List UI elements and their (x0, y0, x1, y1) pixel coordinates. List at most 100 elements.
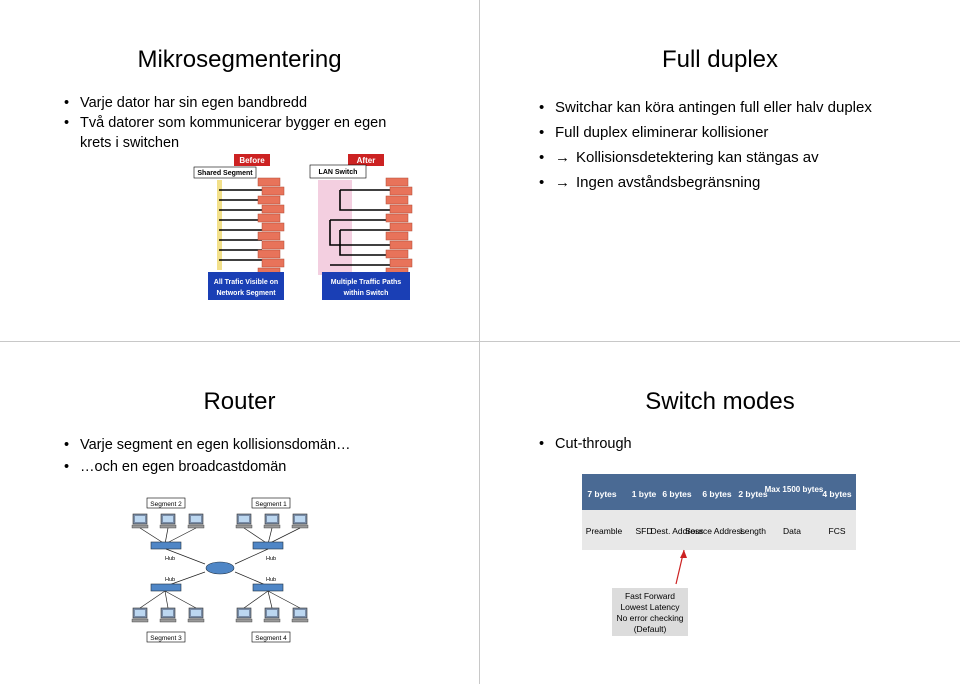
caption-right-line2: within Switch (343, 290, 389, 297)
pc-screen (267, 610, 277, 616)
slide-title: Full duplex (661, 46, 779, 73)
brick (389, 186, 413, 196)
link-line (267, 590, 273, 609)
frame-field: Length (740, 526, 766, 536)
bullet-item: Cut-through (537, 434, 897, 454)
pc-base (187, 618, 205, 623)
router-network-figure: Segment 2 Segment 1 Segment 3 Segment 4 … (131, 497, 309, 643)
segment-label: Segment 4 (255, 635, 287, 642)
bullet-text: Kollisionsdetektering kan stängas av (576, 149, 819, 166)
horizontal-divider (0, 341, 960, 342)
bullet-item: Switchar kan köra antingen full eller ha… (537, 95, 897, 120)
segment-label: Segment 3 (150, 635, 182, 642)
brick (257, 231, 281, 241)
pc-base (131, 618, 149, 623)
caption-left-line2: Network Segment (216, 290, 276, 297)
bullet-list: Varje dator har sin egen bandbredd Två d… (62, 93, 422, 153)
bullet-list: Cut-through (537, 434, 897, 454)
link-line (234, 571, 269, 587)
hub-icon (150, 583, 182, 592)
pc-screen (163, 610, 173, 616)
link-line (165, 548, 206, 565)
link-line (243, 590, 269, 609)
link-line (165, 571, 206, 587)
ethernet-frame-diagram: 7 bytes 1 byte 6 bytes 6 bytes 2 bytes M… (582, 474, 856, 636)
frame-field: Dest. Address (651, 526, 704, 536)
bullet-item: Två datorer som kommunicerar bygger en e… (62, 113, 410, 153)
link-line (164, 527, 197, 545)
brick (261, 204, 285, 214)
pc-screen (295, 610, 305, 616)
slide-router: Router Varje segment en egen kollisionsd… (0, 342, 479, 684)
link-line (164, 527, 169, 545)
pc-screen (135, 610, 145, 616)
pc-screen (191, 516, 201, 522)
link-line (139, 527, 166, 545)
frame-size: Max 1500 bytes (765, 485, 824, 494)
before-tab: Before (239, 156, 265, 165)
bullet-list: Switchar kan köra antingen full eller ha… (537, 95, 897, 195)
pc-screen (239, 516, 249, 522)
hub-icon (252, 541, 284, 550)
brick (385, 177, 409, 187)
bullet-item: → Ingen avståndsbegränsning (537, 170, 897, 195)
pc-base (131, 524, 149, 529)
slide-full-duplex: Full duplex Switchar kan köra antingen f… (480, 0, 960, 341)
bullet-text: Full duplex eliminerar kollisioner (555, 124, 769, 141)
brick (389, 258, 413, 268)
hub-label: Hub (266, 556, 276, 562)
hub-icon (252, 583, 284, 592)
frame-size: 4 bytes (822, 489, 852, 499)
frame-field: FCS (829, 526, 846, 536)
brick (389, 204, 413, 214)
slide-title: Router (203, 388, 276, 415)
frame-field: Preamble (586, 526, 623, 536)
slide-mikrosegmentering: Mikrosegmentering Varje dator har sin eg… (0, 0, 479, 341)
caption-right-line1: Multiple Traffic Paths (331, 279, 402, 286)
hub-icon (150, 541, 182, 550)
pc-screen (239, 610, 249, 616)
pc-base (235, 618, 253, 623)
brick (389, 240, 413, 250)
pc-base (291, 618, 309, 623)
pc-screen (267, 516, 277, 522)
brick (385, 195, 409, 205)
segment-label: Segment 2 (150, 501, 182, 508)
slide-switch-modes: Switch modes Cut-through 7 bytes 1 byte … (480, 342, 960, 684)
vertical-divider (479, 0, 480, 684)
link-line (243, 527, 269, 545)
after-tab: After (357, 156, 376, 165)
brick (261, 240, 285, 250)
brick (261, 222, 285, 232)
bullet-text: Ingen avståndsbegränsning (576, 174, 761, 191)
brick (257, 177, 281, 187)
pc-screen (295, 516, 305, 522)
brick (257, 213, 281, 223)
pc-base (159, 524, 177, 529)
pc-screen (191, 610, 201, 616)
pc-base (159, 618, 177, 623)
pc-base (263, 618, 281, 623)
brick (261, 186, 285, 196)
pc-base (263, 524, 281, 529)
brick (389, 222, 413, 232)
arrow-icon: → (555, 174, 570, 191)
link-line (267, 527, 273, 545)
callout-line: No error checking (616, 613, 683, 623)
callout-line: (Default) (634, 624, 667, 634)
pc-screen (135, 516, 145, 522)
slide-title: Switch modes (645, 388, 795, 415)
brick (385, 231, 409, 241)
pc-screen (163, 516, 173, 522)
link-line (139, 590, 166, 609)
pc-base (291, 524, 309, 529)
frame-size: 7 bytes (587, 489, 617, 499)
frame-size: 6 bytes (662, 489, 692, 499)
link-line (267, 527, 301, 545)
frame-size: 2 bytes (738, 489, 768, 499)
pc-base (235, 524, 253, 529)
brick (385, 249, 409, 259)
arrow-icon: → (555, 149, 570, 166)
bullet-item: → Kollisionsdetektering kan stängas av (537, 145, 897, 170)
bullet-list: Varje segment en egen kollisionsdomän… …… (62, 434, 442, 478)
